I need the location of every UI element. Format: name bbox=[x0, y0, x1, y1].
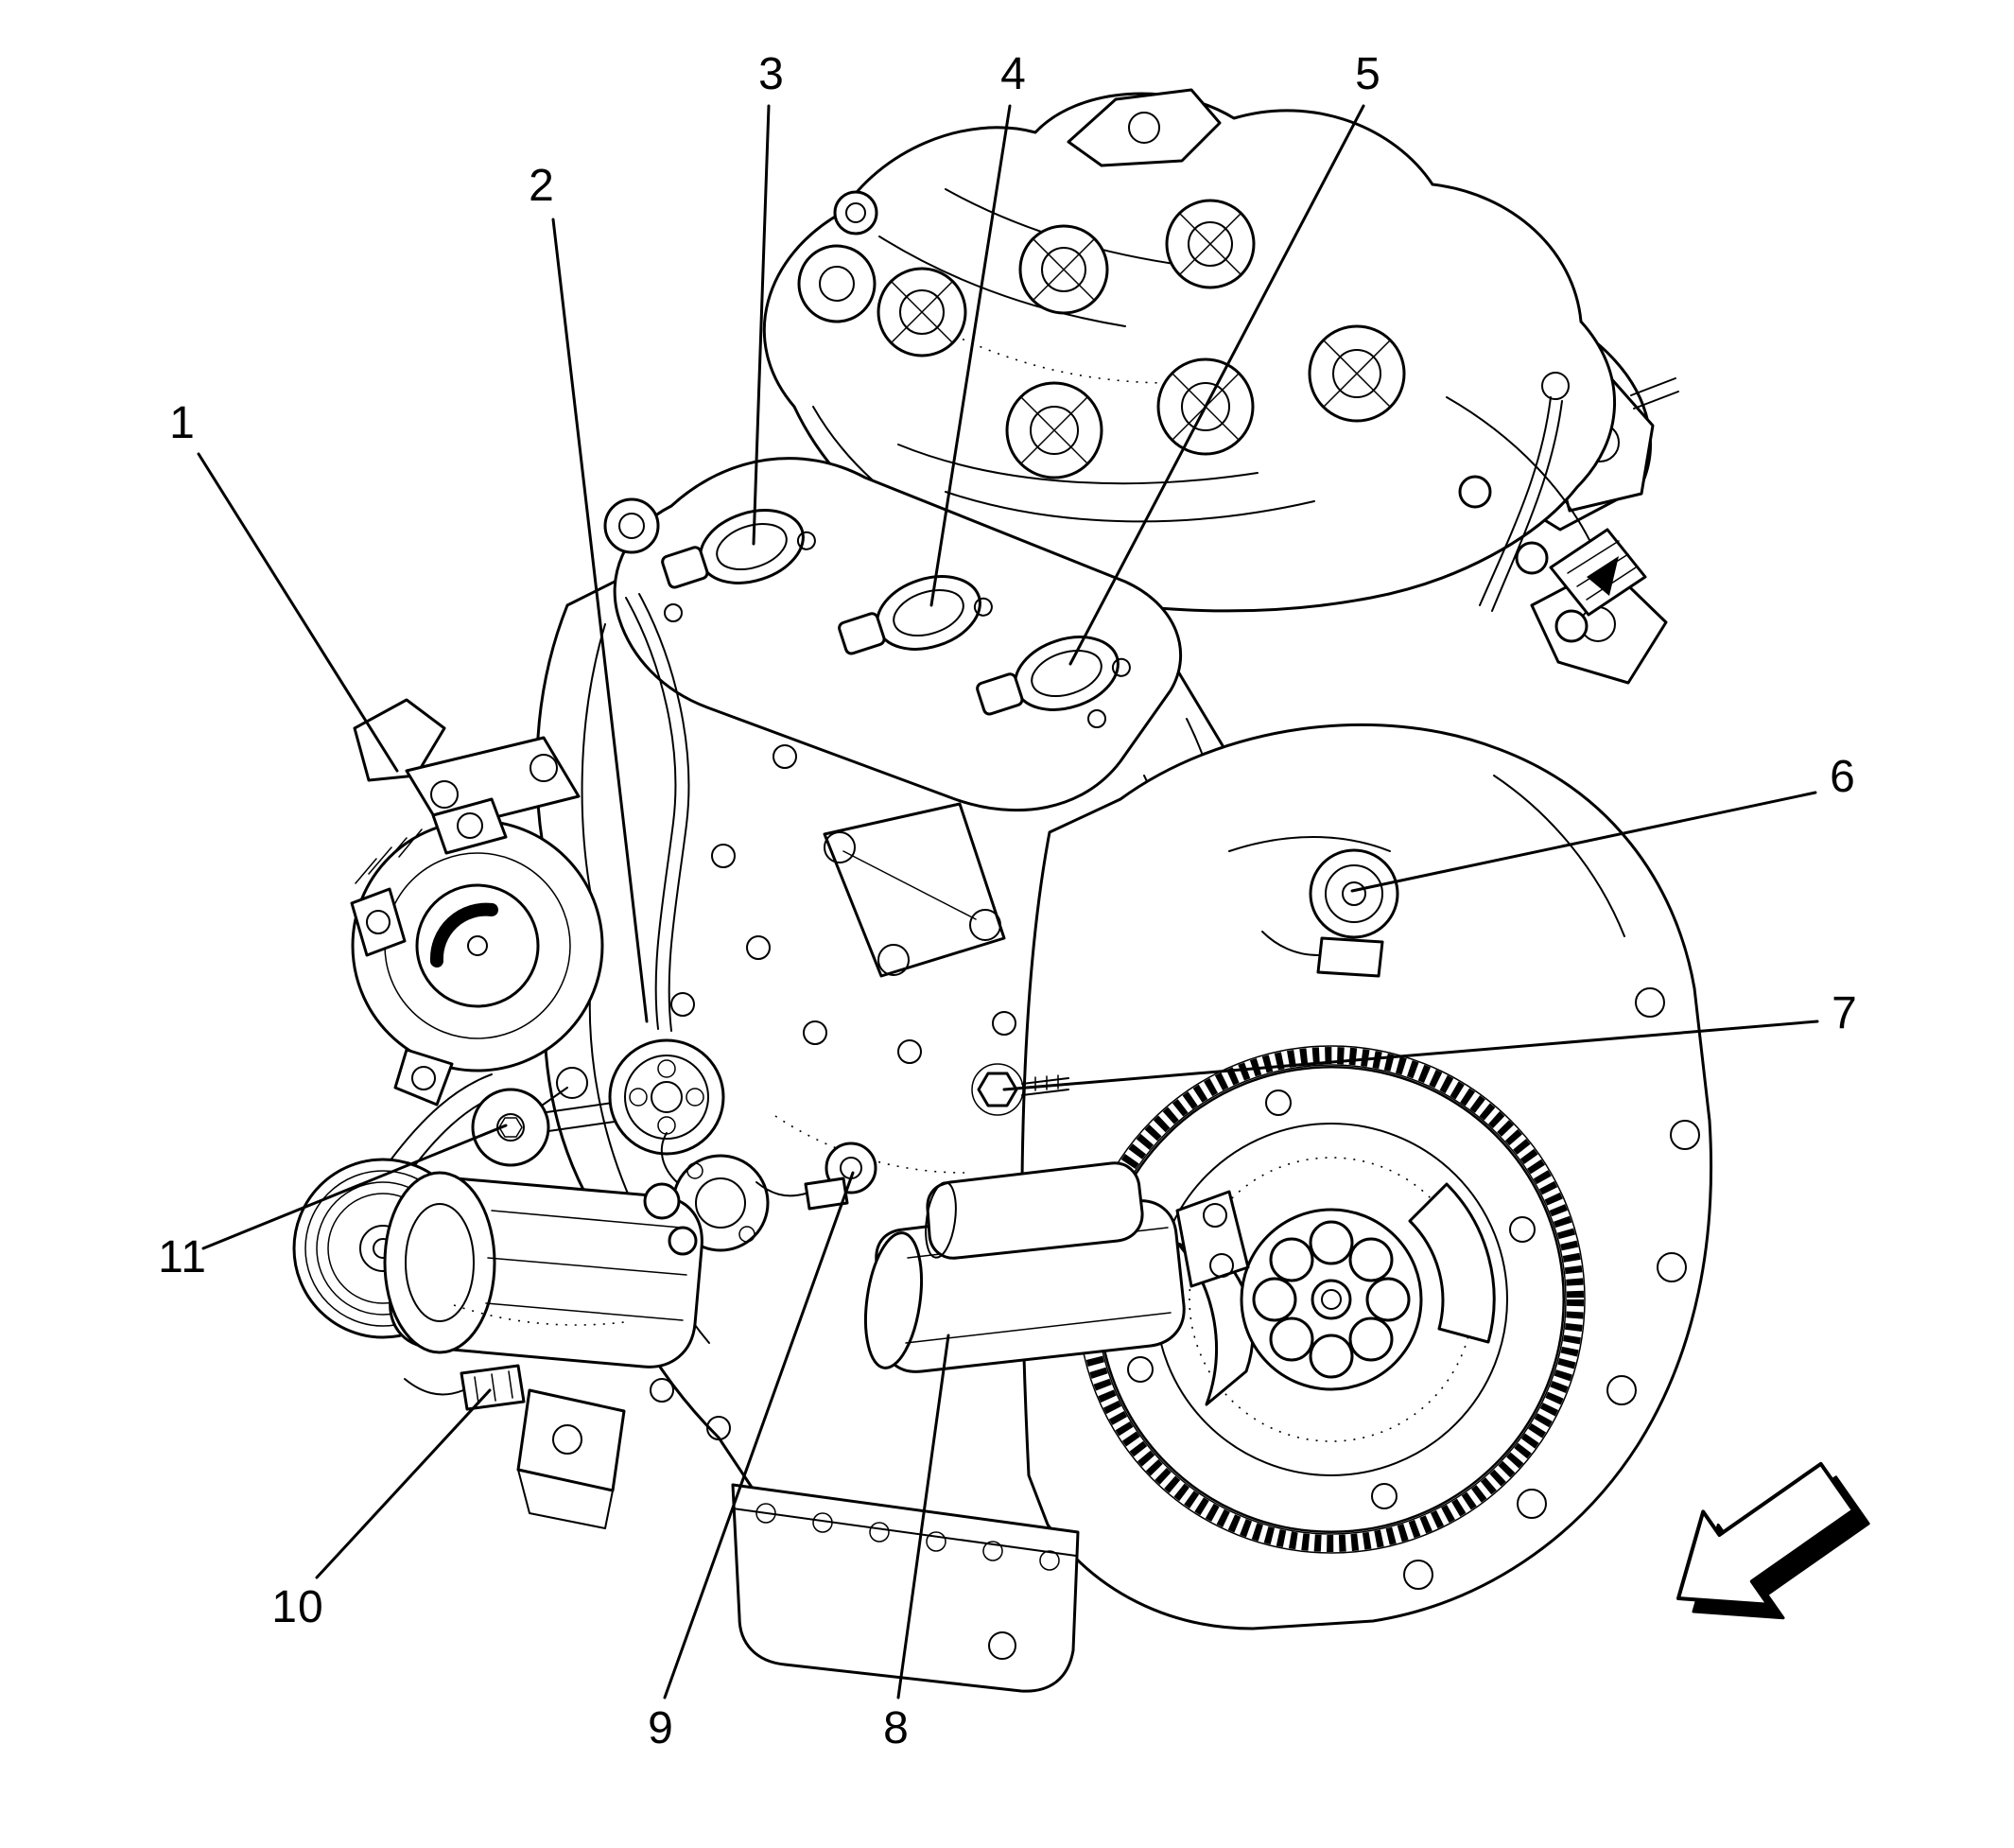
ignition-coil-1 bbox=[661, 509, 816, 589]
coolant-hose bbox=[625, 593, 690, 1032]
callout-2: 2 bbox=[529, 161, 555, 211]
cam-position-actuator bbox=[1261, 848, 1399, 978]
flywheel bbox=[1077, 1045, 1586, 1554]
ignition-coil-3 bbox=[976, 636, 1131, 716]
oil-pan bbox=[731, 1483, 1080, 1693]
ignition-coil-2 bbox=[838, 575, 993, 655]
fuel-rail-injectors bbox=[1446, 396, 1647, 643]
water-pump-pulley bbox=[608, 1038, 725, 1156]
callout-8: 8 bbox=[883, 1703, 910, 1753]
callout-11: 11 bbox=[158, 1232, 207, 1282]
leader-10 bbox=[315, 1388, 492, 1579]
engine-illustration bbox=[292, 88, 1713, 1693]
belt-tensioner bbox=[471, 1067, 588, 1167]
callout-10: 10 bbox=[271, 1582, 324, 1632]
ac-compressor-connector bbox=[404, 1364, 526, 1411]
leader-11 bbox=[201, 1124, 508, 1250]
leader-9 bbox=[663, 1171, 855, 1700]
leader-1 bbox=[197, 452, 399, 773]
leader-6 bbox=[1350, 791, 1817, 893]
leader-3 bbox=[752, 104, 771, 546]
callout-leader-lines bbox=[197, 104, 1819, 1700]
callout-5: 5 bbox=[1355, 49, 1381, 99]
callout-4: 4 bbox=[1000, 49, 1027, 99]
view-direction-arrow-icon bbox=[1676, 1461, 1870, 1620]
leader-7 bbox=[1002, 1020, 1819, 1091]
leader-5 bbox=[1068, 104, 1365, 666]
alternator bbox=[350, 797, 604, 1107]
engine-mount-bracket bbox=[516, 1378, 731, 1529]
knock-sensor bbox=[755, 1142, 877, 1211]
ac-compressor bbox=[383, 1171, 703, 1411]
callout-1: 1 bbox=[169, 398, 196, 448]
starter-motor bbox=[864, 1161, 1250, 1373]
callout-3: 3 bbox=[758, 49, 785, 99]
intake-manifold bbox=[762, 88, 1617, 613]
leader-4 bbox=[929, 104, 1012, 607]
callout-6: 6 bbox=[1830, 752, 1856, 802]
leader-2 bbox=[551, 218, 649, 1023]
alternator-bracket bbox=[353, 698, 581, 832]
leader-8 bbox=[896, 1334, 950, 1700]
oil-fill-cap bbox=[603, 497, 660, 554]
dipstick-tube bbox=[1479, 372, 1570, 612]
callout-9: 9 bbox=[648, 1703, 674, 1753]
callout-7: 7 bbox=[1832, 988, 1858, 1038]
